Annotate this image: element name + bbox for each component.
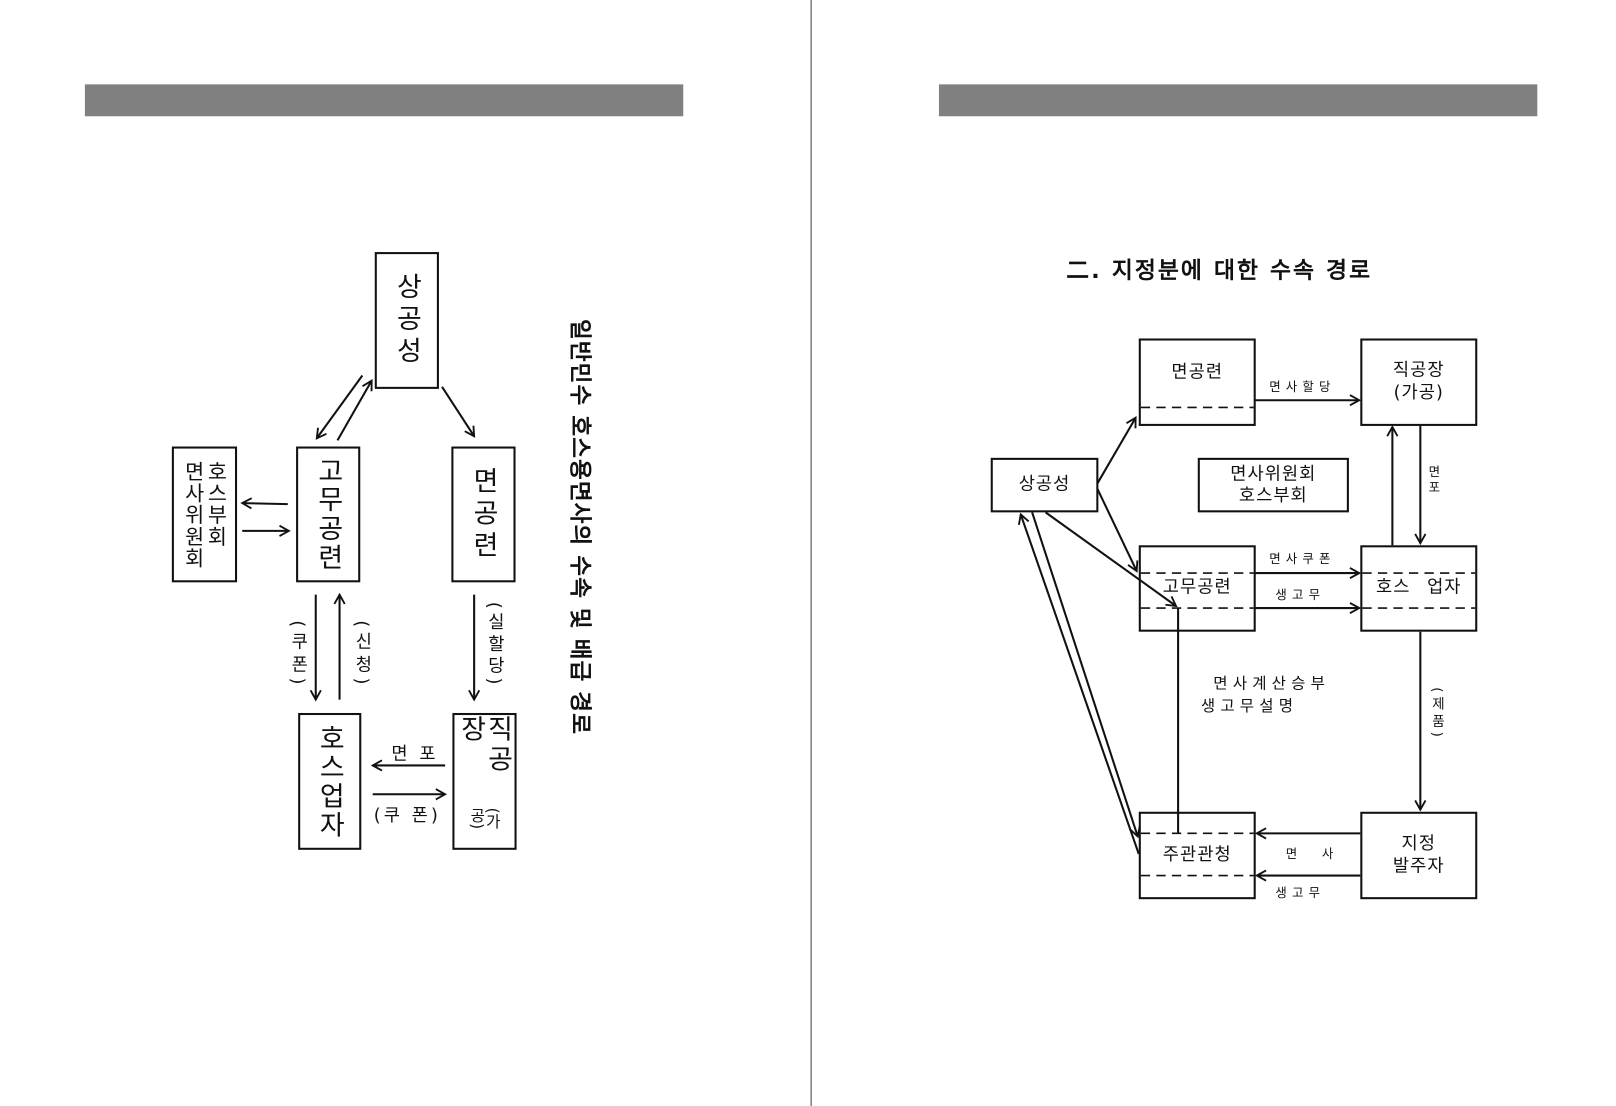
right-header-bar bbox=[938, 84, 1538, 117]
box-label: 호스 bbox=[1376, 577, 1411, 599]
label-settlement-line1: 면사계산승부 bbox=[1213, 673, 1331, 693]
label-product: (제품) bbox=[1428, 687, 1445, 741]
right-box-designated-orderer: 지정 발주자 bbox=[1360, 811, 1478, 900]
committee-labels: 면사위원회 호스부회 bbox=[1230, 464, 1316, 506]
box-label: 호스업자 bbox=[314, 723, 346, 840]
arrow-ministry-to-rubber bbox=[1096, 488, 1139, 573]
box-label: 직공장 bbox=[455, 715, 514, 775]
label-raw-rubber: 생고무 bbox=[1275, 587, 1326, 602]
arrow-ministry-to-cotton-federation bbox=[441, 386, 476, 438]
box-note: (가공) bbox=[467, 808, 503, 830]
box-label: 지정 bbox=[1401, 833, 1436, 855]
right-box-ministry: 상공성 bbox=[990, 457, 1099, 513]
box-label: 면공련 bbox=[467, 466, 499, 563]
box-note: (가공) bbox=[1393, 382, 1444, 403]
page-divider bbox=[810, 0, 812, 1106]
left-diagram-title: 일반민수 호스용면사의 수속 및 배급 경로 bbox=[566, 318, 593, 735]
right-box-hose-maker: 호스 업자 bbox=[1360, 545, 1478, 632]
box-label: 상공성 bbox=[391, 272, 423, 369]
label-yarn-allocation: 면사할당 bbox=[1269, 379, 1336, 395]
box-label: 직공장 bbox=[1392, 360, 1445, 381]
mill-labels: 직공장 (가공) bbox=[1393, 360, 1445, 404]
label-application: (신청) bbox=[350, 620, 372, 690]
box-label: 고무공련 bbox=[1162, 577, 1232, 599]
right-diagram-title: 二. 지정분에 대한 수속 경로 bbox=[1066, 258, 1373, 284]
box-label: 면사위원회 bbox=[180, 460, 206, 569]
label-cotton-cloth: 면포 bbox=[1426, 465, 1442, 496]
box-label: 업자 bbox=[1427, 577, 1462, 599]
right-box-cotton-federation: 면공련 bbox=[1138, 338, 1256, 426]
label-actual-allocation: (실할당) bbox=[483, 601, 505, 689]
arrow-rubber-to-committee bbox=[240, 497, 288, 510]
label-yarn: 면 사 bbox=[1285, 846, 1344, 862]
label-yarn-coupon: 면사쿠폰 bbox=[1269, 551, 1336, 566]
orderer-labels: 지정 발주자 bbox=[1393, 834, 1445, 878]
mill-labels: 직공장 (가공) bbox=[455, 715, 514, 848]
left-box-ministry: 상공성 bbox=[374, 252, 439, 389]
right-box-hose-committee: 면사위원회 호스부회 bbox=[1197, 457, 1349, 513]
left-header-bar bbox=[84, 84, 684, 117]
label-coupon-down: (쿠폰) bbox=[286, 620, 308, 690]
left-box-weaving-mill: 직공장 (가공) bbox=[452, 712, 517, 850]
arrow-rubber-federation-to-ministry bbox=[336, 379, 373, 441]
label-raw-rubber-return: 생고무 bbox=[1275, 885, 1326, 901]
box-label: 호스부회 bbox=[1238, 485, 1308, 506]
box-label: 고무공련 bbox=[312, 456, 344, 573]
arrow-authority-to-ministry bbox=[1017, 512, 1140, 855]
label-settlement-line2: 생고무설명 bbox=[1200, 696, 1299, 716]
box-label: 호스부회 bbox=[203, 460, 229, 547]
right-box-rubber-federation: 고무공련 bbox=[1138, 545, 1256, 632]
box-label: 면공련 bbox=[1171, 362, 1224, 383]
right-box-weaving-mill: 직공장 (가공) bbox=[1360, 338, 1478, 426]
box-label: 상공성 bbox=[1018, 474, 1071, 495]
left-box-rubber-federation: 고무공련 bbox=[296, 446, 361, 583]
arrow-ministry-to-authority bbox=[1031, 512, 1141, 839]
box-label: 발주자 bbox=[1392, 855, 1445, 877]
label-coupon-across: (쿠 폰) bbox=[373, 805, 441, 827]
left-box-hose-committee: 호스부회 면사위원회 bbox=[171, 446, 238, 583]
left-box-hose-maker: 호스업자 bbox=[298, 712, 362, 850]
arrow-ministry-to-rubber-lower bbox=[1044, 511, 1178, 608]
committee-labels: 호스부회 면사위원회 bbox=[180, 460, 229, 569]
left-box-cotton-federation: 면공련 bbox=[451, 446, 516, 583]
label-cotton-cloth: 면 포 bbox=[391, 743, 439, 765]
box-label: 면사위원회 bbox=[1230, 464, 1317, 485]
arrow-ministry-to-rubber-federation bbox=[315, 374, 364, 440]
arrow-ministry-to-cotton bbox=[1096, 416, 1137, 485]
box-label: 주관관청 bbox=[1162, 844, 1232, 866]
right-box-authority: 주관관청 bbox=[1138, 811, 1256, 900]
